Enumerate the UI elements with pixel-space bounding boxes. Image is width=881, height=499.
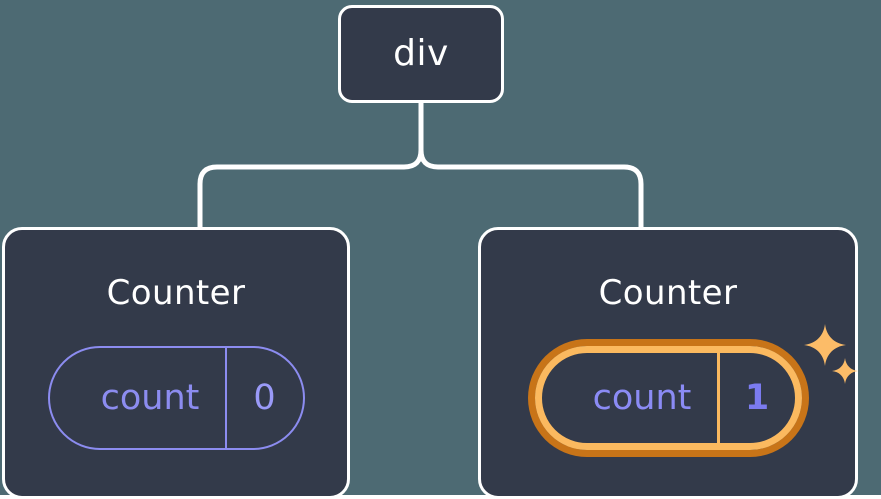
sparkle-group [803,324,864,404]
edge-div-to-counter-left [197,100,424,230]
node-div-label: div [393,33,449,74]
state-pill-left[interactable]: count 0 [47,346,305,450]
state-key-right: count [592,378,692,418]
state-key-left: count [100,378,200,418]
state-pill-wrapper-left: count 0 [47,346,305,450]
node-counter-right[interactable]: Counter count 1 [478,227,858,499]
state-value-right: 1 [716,353,795,443]
node-counter-right-label: Counter [598,273,738,313]
sparkle-icon [831,358,858,384]
edge-div-to-counter-right [418,100,644,230]
state-pill-wrapper-right: count 1 [534,324,858,450]
state-value-left: 0 [224,348,303,448]
node-counter-left-label: Counter [106,273,246,313]
state-pill-right[interactable]: count 1 [534,346,802,450]
node-counter-left[interactable]: Counter count 0 [2,227,350,499]
node-div[interactable]: div [338,5,504,103]
sparkle-icon [803,324,846,366]
